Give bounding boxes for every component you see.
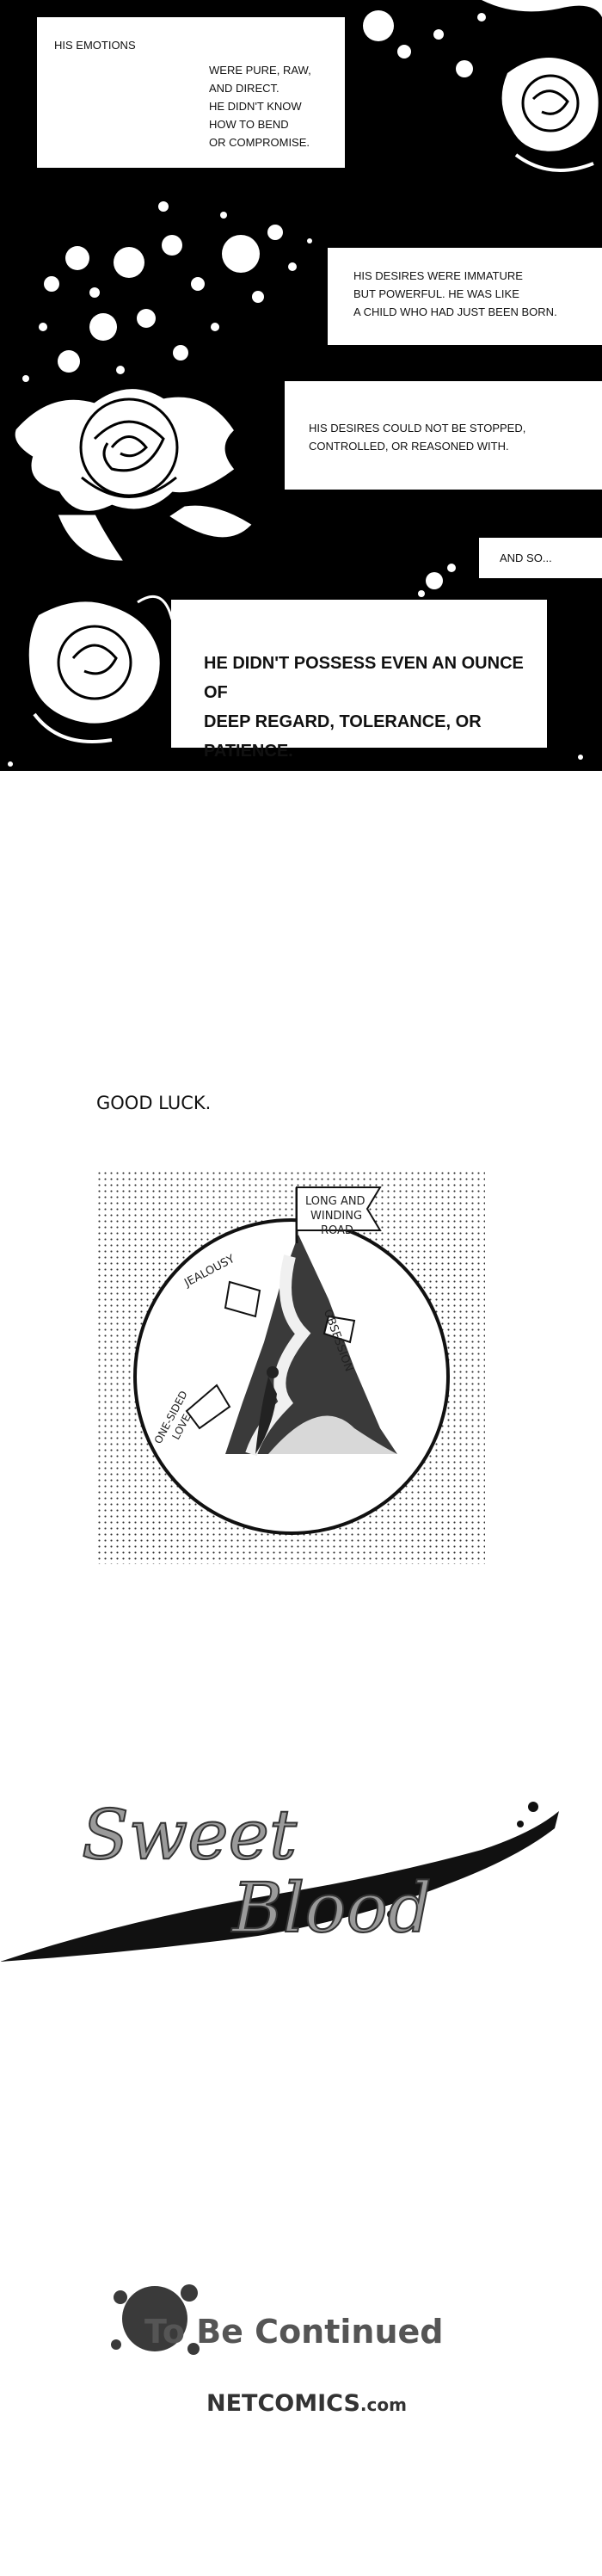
blood-splash xyxy=(0,1811,559,1962)
publisher-name: NETCOMICS xyxy=(206,2390,360,2417)
publisher-suffix: .com xyxy=(359,2394,407,2415)
mountain-illustration xyxy=(133,1186,450,1535)
mountain-panel: LONG AND WINDING ROAD JEALOUSY OBSESSION… xyxy=(96,1170,485,1564)
rose-bottom-left xyxy=(28,595,174,743)
caption-line: HE DIDN'T KNOW xyxy=(209,100,302,113)
sweet-blood-logo: Sweet Blood xyxy=(0,1794,559,1962)
caption-line: A CHILD WHO HAD JUST BEEN BORN. xyxy=(353,305,557,318)
caption-line: HIS DESIRES COULD NOT BE STOPPED, xyxy=(309,422,526,434)
ink-splatters xyxy=(8,10,583,767)
caption-line: AND SO... xyxy=(500,552,552,564)
caption-line: BUT POWERFUL. HE WAS LIKE xyxy=(353,287,519,300)
logo-sweet: Sweet xyxy=(82,1795,298,1875)
rose-top-right xyxy=(482,0,602,172)
logo-blood: Blood xyxy=(230,1868,432,1948)
caption-line: HE DIDN'T POSSESS EVEN AN OUNCE OF xyxy=(204,654,524,702)
caption-line: HIS EMOTIONS xyxy=(54,39,136,52)
ink-blot-icon xyxy=(111,2284,200,2355)
to-be-continued: To Be Continued xyxy=(144,2313,444,2351)
caption-and-so: AND SO... xyxy=(479,538,602,578)
caption-no-patience: HE DIDN'T POSSESS EVEN AN OUNCE OF DEEP … xyxy=(171,600,547,761)
climber xyxy=(255,1377,277,1454)
caption-line: WERE PURE, RAW, xyxy=(209,64,311,77)
caption-line: DEEP REGARD, TOLERANCE, OR PATIENCE. xyxy=(204,712,482,761)
night-rose-panel: HIS EMOTIONS WERE PURE, RAW, AND DIRECT.… xyxy=(0,0,602,771)
good-luck-title: GOOD LUCK. xyxy=(96,1093,212,1113)
netcomics-logo: NETCOMICS.com xyxy=(206,2390,407,2417)
caption-line: CONTROLLED, OR REASONED WITH. xyxy=(309,440,509,453)
flag xyxy=(296,1186,382,1231)
caption-line: HIS DESIRES WERE IMMATURE xyxy=(353,269,523,282)
caption-line: OR COMPROMISE. xyxy=(209,136,310,149)
flag-label: LONG AND WINDING ROAD xyxy=(305,1195,366,1237)
caption-emotions: HIS EMOTIONS WERE PURE, RAW, AND DIRECT.… xyxy=(37,17,345,168)
rose-art xyxy=(8,0,602,767)
caption-desires-unstoppable: HIS DESIRES COULD NOT BE STOPPED, CONTRO… xyxy=(285,381,602,490)
rose-large xyxy=(15,389,252,561)
caption-desires-immature: HIS DESIRES WERE IMMATURE BUT POWERFUL. … xyxy=(328,248,602,345)
caption-line: AND DIRECT. xyxy=(209,82,280,95)
caption-line: HOW TO BEND xyxy=(209,118,289,131)
